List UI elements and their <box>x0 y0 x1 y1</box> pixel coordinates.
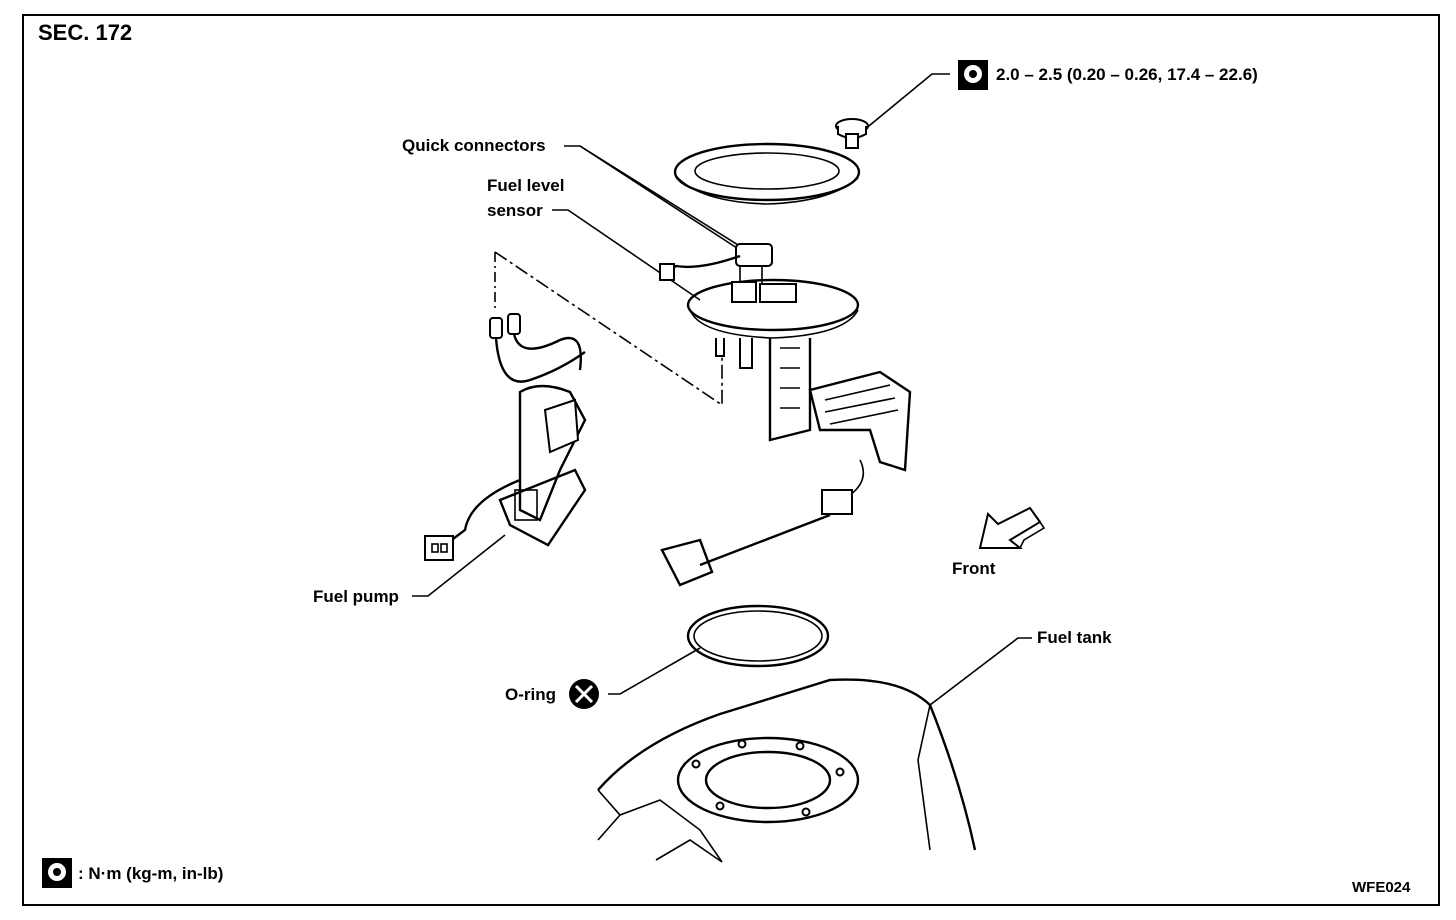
diagram-frame <box>22 14 1440 906</box>
fuel-tank <box>597 678 977 863</box>
label-fuel-pump: Fuel pump <box>313 587 399 606</box>
figure-code: WFE024 <box>1352 879 1411 896</box>
label-fuel-level-sensor-line2: sensor <box>487 201 543 220</box>
label-front: Front <box>952 559 996 578</box>
fuel-level-sensor-leader <box>552 209 701 301</box>
fuel-sender-unit <box>659 243 912 587</box>
front-arrow-icon <box>978 506 1046 549</box>
label-fuel-level-sensor-line1: Fuel level <box>487 176 565 195</box>
alignment-line <box>494 251 723 407</box>
label-quick-connectors: Quick connectors <box>402 136 546 155</box>
torque-spec: 2.0 – 2.5 (0.20 – 0.26, 17.4 – 22.6) <box>996 65 1258 84</box>
torque-wrench-legend-icon <box>42 858 72 888</box>
section-number: SEC. 172 <box>38 20 133 45</box>
do-not-reuse-icon <box>569 679 599 709</box>
retainer-bolt <box>835 118 869 149</box>
label-fuel-tank: Fuel tank <box>1037 628 1112 647</box>
label-o-ring: O-ring <box>505 685 556 704</box>
fuel-pump-leader <box>412 534 506 597</box>
retainer-ring <box>673 142 861 205</box>
o-ring-leader <box>608 647 701 695</box>
torque-legend: : N·m (kg-m, in-lb) <box>78 864 224 883</box>
fuel-tank-leader <box>929 637 1032 706</box>
quick-connector-leader-1 <box>564 145 741 251</box>
quick-connector-leader-2 <box>579 145 763 261</box>
fuel-pump-assembly <box>424 313 587 561</box>
torque-leader-line <box>857 73 950 136</box>
torque-wrench-icon <box>958 60 988 90</box>
o-ring <box>686 604 830 668</box>
